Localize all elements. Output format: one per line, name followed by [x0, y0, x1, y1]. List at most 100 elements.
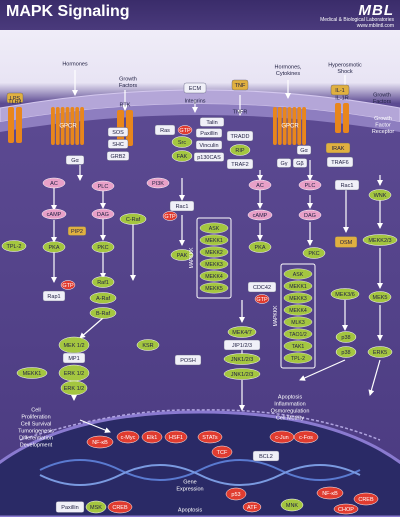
mapkkk-box-1-label: MAPKKK [189, 247, 195, 269]
mapkkk-box-2-item: TAK1 [292, 344, 305, 350]
receptor-helix [51, 107, 55, 145]
mapkkk-box-2-frame [280, 263, 316, 369]
node-shape-nfkb1 [86, 435, 114, 449]
node-shape-araf [89, 292, 117, 304]
node-shape-jip123 [223, 339, 261, 351]
label-jnk123a: JNK1/2/3 [231, 357, 254, 363]
label-gpcr2: GPCR [281, 124, 299, 130]
node-shape-vinculin [195, 140, 223, 150]
label-tpl2a: TPL-2 [7, 244, 22, 250]
mapkkk-box-2-item: ASK [293, 272, 304, 278]
node-camp1: cAMP [41, 208, 67, 220]
node-jip123: JIP1/2/3 [223, 339, 261, 351]
node-hormones-cytokines: Hormones,Cytokines [275, 64, 302, 77]
label-elk1: Elk1 [147, 435, 158, 441]
label-tnf: TNF [235, 83, 246, 89]
label-grb2: GRB2 [111, 154, 126, 160]
mapkkk-box-1-item-shape [199, 282, 229, 294]
mapkkk-box-1-item: MEKK2 [205, 250, 223, 256]
node-shape-p38a [335, 331, 357, 343]
node-stats: STATs [197, 430, 223, 444]
node-g-alpha1: Gα [65, 155, 85, 165]
label-mek47: MEK4/7 [232, 330, 252, 336]
node-cjun: c-Jun [269, 430, 295, 444]
label-cmyc: c-Myc [121, 435, 136, 441]
node-tnf: TNF [231, 79, 249, 91]
node-traf6: TRAF6 [326, 156, 354, 168]
node-shape-mek34 [330, 288, 360, 300]
label-hsf1: HSF1 [169, 435, 183, 441]
node-shape-ras [154, 124, 176, 136]
mapkkk-box-1-item: MEKK1 [205, 238, 223, 244]
node-mek12: MEK 1/2 [58, 336, 90, 354]
mapkkk-box-2-item: MEKK3 [289, 296, 307, 302]
node-pkc1: PKC [91, 241, 115, 253]
label-camp2: cAMP [253, 213, 268, 219]
receptor-helix [55, 107, 60, 145]
label-jnk123b: JNK1/2/3 [231, 372, 254, 378]
node-erk12a: ERK 1/2 [58, 364, 90, 382]
label-osm: OSM [340, 240, 353, 246]
mapkkk-box-1-item-shape [199, 258, 229, 270]
node-il1r: IL-1R [335, 95, 349, 133]
node-shape-mek47 [227, 326, 257, 338]
label-bcl2: BCL2 [259, 454, 273, 460]
node-nfkb2: NF-κB [316, 486, 344, 500]
node-ksr: KSR [136, 339, 160, 351]
node-rip: RIP [229, 144, 251, 156]
brand-url: www.mblintl.com [356, 23, 394, 29]
node-tpl2a: TPL-2 [1, 240, 27, 252]
label-growth_factors_3-word: Growth [374, 116, 392, 122]
node-shape-camp2 [247, 209, 273, 221]
label-mek5: MEK5 [373, 295, 388, 301]
label-paxillin2: Paxillin [61, 505, 78, 511]
node-p38a: p38 [335, 331, 357, 343]
label-cfos: c-Fos [299, 435, 313, 441]
node-paxillin: Paxillin [195, 128, 223, 138]
node-ac2: AC [248, 179, 272, 191]
label-gpcr1: GPCR [59, 124, 77, 130]
node-shape-elk1 [141, 430, 163, 444]
node-rac1a: Rac1 [169, 200, 195, 212]
node-fak: FAK [171, 150, 193, 162]
node-shape-mp1 [62, 352, 86, 364]
node-shape-pka2 [248, 241, 272, 253]
node-creb1: CREB [107, 500, 133, 514]
node-mp1: MP1 [62, 352, 86, 364]
receptor-chain [335, 103, 341, 133]
label-p38b: p38 [341, 350, 350, 356]
node-shape-p130cas [193, 152, 225, 162]
node-jnk123a: JNK1/2/3 [223, 353, 261, 365]
mapkkk-box-2-item-shape [283, 304, 313, 316]
mapkkk-box-1-item: MEKK3 [205, 262, 223, 268]
mapkkk-box-2-item: TAO1/2 [289, 332, 307, 338]
label-apoptosis_inflam-line: Apoptosis [278, 394, 302, 400]
label-creb2: CREB [358, 497, 374, 503]
node-shape-creb2 [353, 492, 379, 506]
node-jnk123b: JNK1/2/3 [223, 368, 261, 380]
label-erk5: ERK5 [373, 350, 387, 356]
node-shape-mnk [280, 498, 304, 512]
label-tcf: TCF [217, 450, 228, 456]
node-shape-tcf [211, 445, 233, 459]
node-creb2: CREB [353, 492, 379, 506]
node-shape-bcl2 [252, 450, 280, 462]
node-shape-g-alpha1 [65, 155, 85, 165]
node-shape-p53 [225, 487, 247, 501]
node-camp2: cAMP [247, 209, 273, 221]
label-ksr: KSR [142, 343, 153, 349]
brand-block: MBL Medical & Biological Laboratories ww… [320, 2, 394, 29]
node-pka1: PKA [42, 241, 66, 253]
label-talin: Talin [206, 120, 217, 126]
node-shape-wnk [368, 189, 392, 201]
brand-logo: MBL [358, 2, 394, 19]
node-shape-camp1 [41, 208, 67, 220]
node-shape-lps [6, 92, 24, 104]
mapkkk-box-2-item: MEKK4 [289, 308, 307, 314]
label-raf1: Raf1 [97, 280, 109, 286]
node-hsf1: HSF1 [164, 430, 188, 444]
node-araf: A-Raf [89, 292, 117, 304]
node-shape-jnk123a [223, 353, 261, 365]
